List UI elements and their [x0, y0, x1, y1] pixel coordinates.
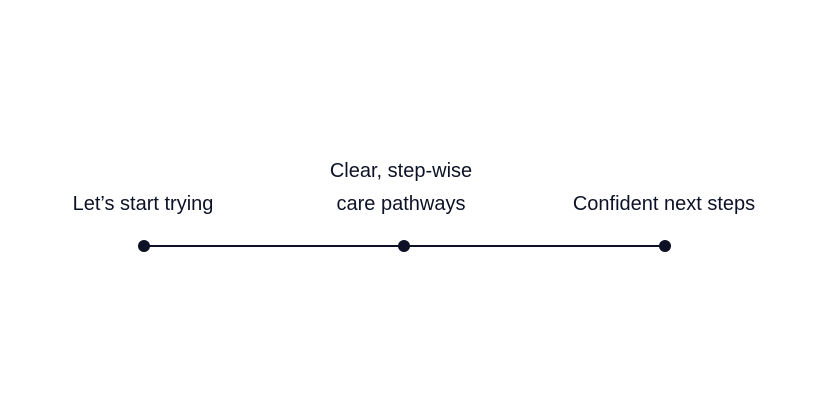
step-label-1: Let’s start trying	[73, 188, 214, 221]
step-label-1-line-1: Let’s start trying	[72, 193, 214, 215]
step-label-2: Clear, step-wise care pathways	[330, 155, 472, 221]
timeline-node-1	[138, 240, 150, 252]
step-label-3-line-1: Confident next steps	[572, 193, 756, 215]
step-label-2-line-2: care pathways	[336, 193, 466, 215]
step-label-3: Confident next steps	[573, 188, 755, 221]
timeline-node-3	[659, 240, 671, 252]
timeline-node-2	[398, 240, 410, 252]
step-label-2-line-1: Clear, step-wise	[329, 160, 473, 182]
